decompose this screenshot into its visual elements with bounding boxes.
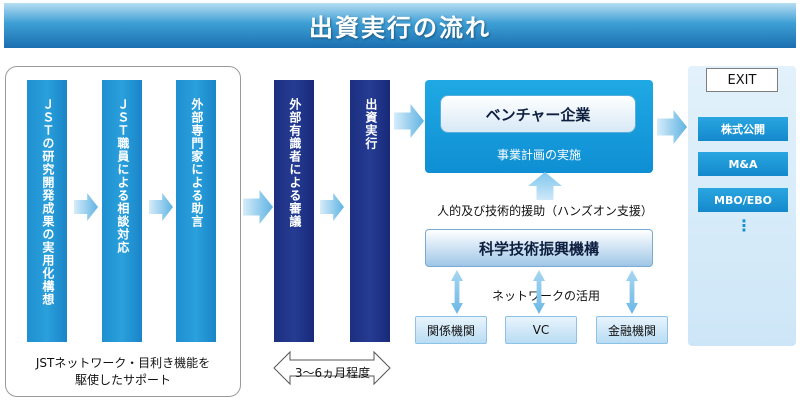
exit-ma: M&A bbox=[698, 152, 788, 176]
venture-subtitle: 事業計画の実施 bbox=[496, 148, 581, 162]
network-label: ネットワークの活用 bbox=[491, 289, 600, 303]
page-title: 出資実行の流れ bbox=[309, 14, 491, 42]
exit-more-ellipsis: ⋮ bbox=[736, 216, 752, 235]
exit-mbo-ebo: MBO/EBO bbox=[698, 188, 788, 212]
support-caption: JSTネットワーク・目利き機能を 駆使したサポート bbox=[35, 356, 211, 387]
stage-external-review-label: 外部有識者による審議 bbox=[287, 98, 302, 228]
stage-expert-advice-label: 外部専門家による助言 bbox=[189, 98, 204, 228]
stage-consultation: ＪＳＴ職員による相談対応 bbox=[102, 80, 142, 342]
support-up-arrow bbox=[528, 172, 562, 200]
network-arrow-3 bbox=[626, 270, 638, 314]
stage-consultation-label: ＪＳＴ職員による相談対応 bbox=[115, 98, 130, 254]
stage-concept: ＪＳＴの研究開発成果の実用化構想 bbox=[27, 80, 67, 342]
stage-investment: 出資実行 bbox=[350, 80, 390, 342]
venture-title: ベンチャー企業 bbox=[440, 95, 636, 133]
exit-label: EXIT bbox=[706, 68, 778, 92]
stage-concept-label: ＪＳＴの研究開発成果の実用化構想 bbox=[40, 98, 55, 306]
network-arrow-2 bbox=[533, 270, 545, 314]
jst-organization-box: 科学技術振興機構 bbox=[425, 229, 653, 267]
partner-vc: VC bbox=[505, 316, 577, 344]
partner-related-organizations: 関係機関 bbox=[415, 316, 487, 344]
flow-arrow-to-venture bbox=[394, 104, 424, 138]
stage-investment-label: 出資実行 bbox=[363, 98, 378, 150]
exit-ipo: 株式公開 bbox=[698, 117, 788, 141]
flow-arrow-to-exit bbox=[657, 110, 687, 144]
hands-on-support-label: 人的及び技術的援助（ハンズオン支援） bbox=[437, 204, 653, 218]
flow-arrow-3 bbox=[243, 190, 273, 224]
duration-label: 3～6ヵ月程度 bbox=[294, 366, 371, 380]
network-arrow-1 bbox=[451, 270, 463, 314]
stage-expert-advice: 外部専門家による助言 bbox=[176, 80, 216, 342]
stage-external-review: 外部有識者による審議 bbox=[274, 80, 314, 342]
partner-financial-institutions: 金融機関 bbox=[596, 316, 668, 344]
title-banner: 出資実行の流れ bbox=[4, 3, 796, 48]
flow-arrow-4 bbox=[320, 193, 344, 221]
duration-double-arrow bbox=[273, 350, 391, 386]
